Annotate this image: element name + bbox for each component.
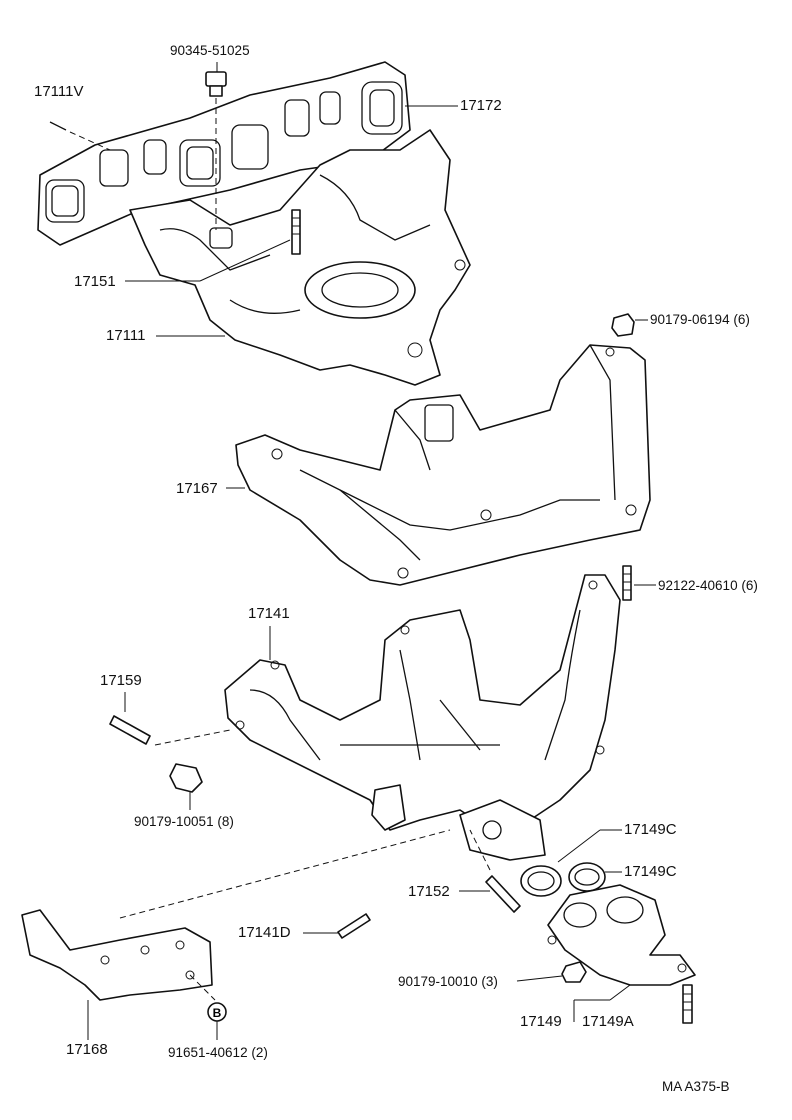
label-90179-10051: 90179-10051 (8): [134, 814, 234, 829]
label-17152: 17152: [408, 883, 450, 900]
gasket-17172: [37, 61, 411, 246]
bracket-17168: [21, 829, 451, 1001]
label-17149C-lower: 17149C: [624, 863, 677, 880]
stud-17159: [109, 715, 231, 746]
label-17149A: 17149A: [582, 1013, 634, 1030]
stud-17151: [291, 209, 301, 255]
nut-90179-10010: [561, 961, 587, 983]
stud-17152: [469, 829, 521, 913]
label-17167: 17167: [176, 480, 218, 497]
gasket-17149C-left: [520, 865, 562, 897]
label-91651-40612: 91651-40612 (2): [168, 1045, 268, 1060]
intake-manifold-17111: [129, 129, 471, 386]
leader-lines: [87, 62, 656, 1040]
plug-90345-51025: [205, 71, 227, 230]
stud-17141D: [337, 913, 371, 939]
label-92122-40610: 92122-40610 (6): [658, 578, 758, 593]
nut-90179-06194: [611, 313, 635, 337]
stud-17149A: [682, 984, 693, 1024]
nut-90179-10051: [169, 763, 203, 793]
gasket-17149C-right: [568, 862, 606, 892]
heat-insulator-17167: [235, 344, 651, 586]
label-17172: 17172: [460, 97, 502, 114]
label-17111: 17111: [106, 327, 146, 344]
diagram-reference-code: MA A375-B: [662, 1079, 730, 1094]
exhaust-pipe-17149: [547, 884, 696, 986]
label-17149C-upper: 17149C: [624, 821, 677, 838]
bolt-b-symbol-text: B: [213, 1006, 222, 1020]
label-90345-51025: 90345-51025: [170, 43, 250, 58]
label-90179-10010: 90179-10010 (3): [398, 974, 498, 989]
label-17141D: 17141D: [238, 924, 291, 941]
label-17149: 17149: [520, 1013, 562, 1030]
pin-17111V: [49, 121, 111, 151]
label-17159: 17159: [100, 672, 142, 689]
label-17141: 17141: [248, 605, 290, 622]
label-17111V: 17111V: [34, 83, 84, 100]
label-17151: 17151: [74, 273, 116, 290]
label-17168: 17168: [66, 1041, 108, 1058]
label-90179-06194: 90179-06194 (6): [650, 312, 750, 327]
stud-92122-40610: [622, 565, 632, 601]
exhaust-manifold-17141: [224, 574, 621, 861]
